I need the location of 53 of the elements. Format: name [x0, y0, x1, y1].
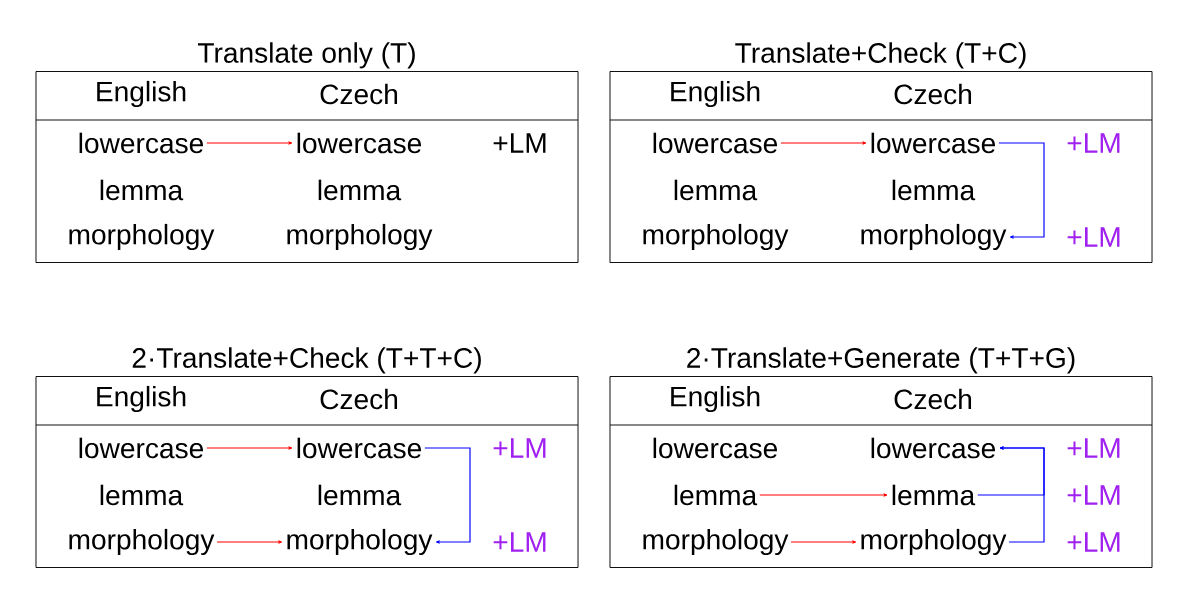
word: lowercase: [871, 437, 996, 459]
column-header: Czech: [894, 83, 972, 105]
arrow: [206, 141, 293, 145]
column-header: English: [97, 385, 186, 413]
word: lemma: [100, 484, 184, 506]
lm-label: +LM: [1067, 438, 1120, 458]
word: lowercase: [297, 437, 422, 459]
word: lemma: [674, 484, 758, 506]
word: lemma: [674, 179, 758, 201]
arrow: [759, 493, 888, 497]
word: morphology: [69, 223, 215, 251]
word: morphology: [69, 528, 215, 556]
arrow: [790, 540, 857, 544]
arrow: [999, 446, 1045, 543]
word: lemma: [892, 179, 976, 201]
word: lowercase: [79, 132, 203, 154]
lm-label: +LM: [1067, 485, 1120, 505]
column-header: Czech: [320, 83, 398, 105]
word: lowercase: [79, 437, 203, 459]
word: lowercase: [871, 132, 996, 154]
lm-label: +LM: [1067, 532, 1120, 552]
word: morphology: [643, 223, 789, 251]
column-header: English: [97, 80, 186, 108]
arrow: [206, 446, 293, 450]
word: morphology: [861, 223, 1007, 251]
lm-label: +LM: [1067, 133, 1120, 153]
arrow: [424, 447, 471, 544]
arrow: [780, 141, 867, 145]
column-header: English: [671, 80, 760, 108]
word: lemma: [318, 179, 402, 201]
column-header: Czech: [320, 388, 398, 410]
word: morphology: [287, 223, 433, 251]
word: lemma: [318, 484, 402, 506]
word: morphology: [861, 528, 1007, 556]
node-label: Translate only (T): [197, 42, 415, 69]
lm-label: +LM: [493, 133, 546, 153]
word: morphology: [287, 528, 433, 556]
column-header: Czech: [894, 388, 972, 410]
arrow: [216, 540, 283, 544]
lm-label: +LM: [493, 438, 546, 458]
word: lowercase: [297, 132, 422, 154]
word: morphology: [643, 528, 789, 556]
lm-label: +LM: [1067, 227, 1120, 247]
node-label: Translate+Check (T+C): [735, 42, 1026, 69]
node-label: 2·Translate+Generate (T+T+G): [687, 347, 1075, 374]
word: lemma: [100, 179, 184, 201]
lm-label: +LM: [493, 532, 546, 552]
word: lowercase: [653, 437, 778, 459]
word: lemma: [892, 484, 976, 506]
word: lowercase: [653, 132, 778, 154]
node-label: 2·Translate+Check (T+T+C): [132, 347, 481, 374]
arrow: [998, 142, 1045, 239]
column-header: English: [671, 385, 760, 413]
